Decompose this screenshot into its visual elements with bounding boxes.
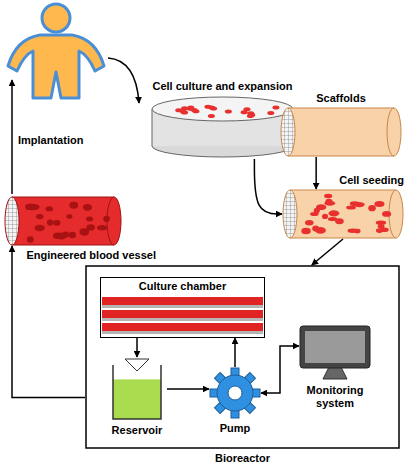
culture-dish-shape: [150, 95, 295, 159]
culture-arrow: [108, 58, 139, 103]
node-label: Scaffolds: [280, 92, 402, 105]
pump: Pump: [205, 367, 265, 435]
step-label: Implantation: [18, 134, 83, 147]
reservoir-shape: [107, 357, 167, 421]
node-label: Cell culture and expansion: [135, 80, 310, 93]
flow-arrow: [167, 388, 209, 390]
node-label: Pump: [205, 422, 265, 435]
flow-arrow: [261, 346, 299, 393]
monitoring-system: Monitoring system: [290, 325, 380, 410]
node-label: Cell seeding: [282, 174, 404, 187]
monitoring-system-shape: [299, 325, 371, 381]
flow-arrow: [254, 159, 282, 214]
seeded-scaffold-shape: [282, 189, 404, 239]
node-label: Reservoir: [107, 424, 167, 437]
engineered-vessel-shape: [4, 196, 122, 246]
seeded-scaffold: Cell seeding: [282, 174, 404, 239]
node-label: Bioreactor: [85, 452, 400, 465]
node-label: Monitoring system: [290, 384, 380, 410]
bioreactor-box: Culture chamberReservoir Pump Monitoring s…: [85, 265, 400, 465]
node-label: Engineered blood vessel: [4, 249, 156, 262]
pump-shape: [209, 367, 261, 419]
culture-chamber-shape: [102, 295, 263, 335]
flow-arrow: [12, 246, 85, 397]
culture-chamber: Culture chamber: [100, 277, 265, 338]
human-figure: [8, 4, 104, 98]
reservoir: Reservoir: [107, 357, 167, 437]
flow-arrow: [315, 157, 317, 189]
node-label: Culture chamber: [102, 280, 263, 293]
flow-arrow: [234, 338, 236, 367]
implantation-arrow: [11, 80, 13, 194]
flow-arrow: [312, 239, 343, 265]
flow-arrow: [136, 338, 138, 357]
engineered-vessel: Engineered blood vessel: [4, 196, 156, 262]
scaffold-tube-shape: [280, 107, 402, 157]
scaffold-tube: Scaffolds: [280, 92, 402, 157]
